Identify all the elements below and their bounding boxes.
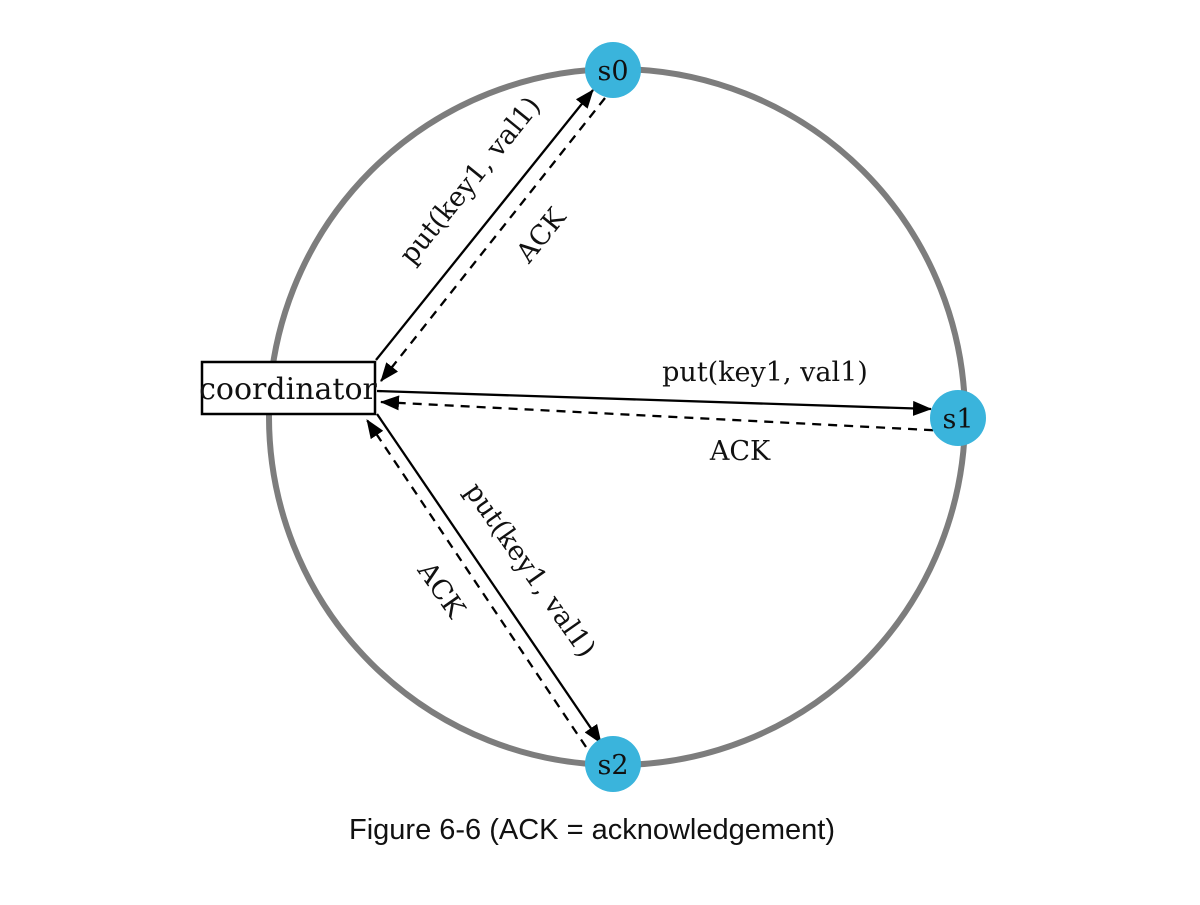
- coordinator-box: [200, 360, 377, 416]
- ack-arrow-s0-to-coordinator: [380, 97, 606, 382]
- node-s1: s1: [930, 390, 986, 446]
- ack-arrow-s2-to-coordinator: [366, 419, 587, 748]
- node-s0-circle: [585, 42, 641, 98]
- hash-ring-circle: [266, 66, 968, 768]
- request-arrow-coordinator-to-s0: [375, 89, 594, 361]
- figure-caption: Figure 6-6 (ACK = acknowledgement): [349, 814, 835, 846]
- request-label-s1: put(key1, val1): [662, 357, 868, 388]
- node-s2-circle: [585, 736, 641, 792]
- ack-label-s2: ACK: [410, 556, 471, 625]
- ack-label-s0: ACK: [510, 202, 573, 270]
- request-arrow-coordinator-to-s2: [376, 413, 602, 744]
- request-arrow-coordinator-to-s1: [376, 389, 932, 416]
- node-s1-circle: [930, 390, 986, 446]
- coordinator-node: coordinator: [199, 360, 378, 416]
- node-s0: s0: [585, 42, 641, 98]
- node-s2: s2: [585, 736, 641, 792]
- ack-label-s1: ACK: [709, 436, 771, 467]
- coordinator-label: coordinator: [199, 372, 377, 407]
- request-label-s2: put(key1, val1): [458, 477, 601, 663]
- node-s1-label: s1: [942, 404, 973, 435]
- node-s0-label: s0: [597, 56, 628, 87]
- node-s2-label: s2: [597, 750, 628, 781]
